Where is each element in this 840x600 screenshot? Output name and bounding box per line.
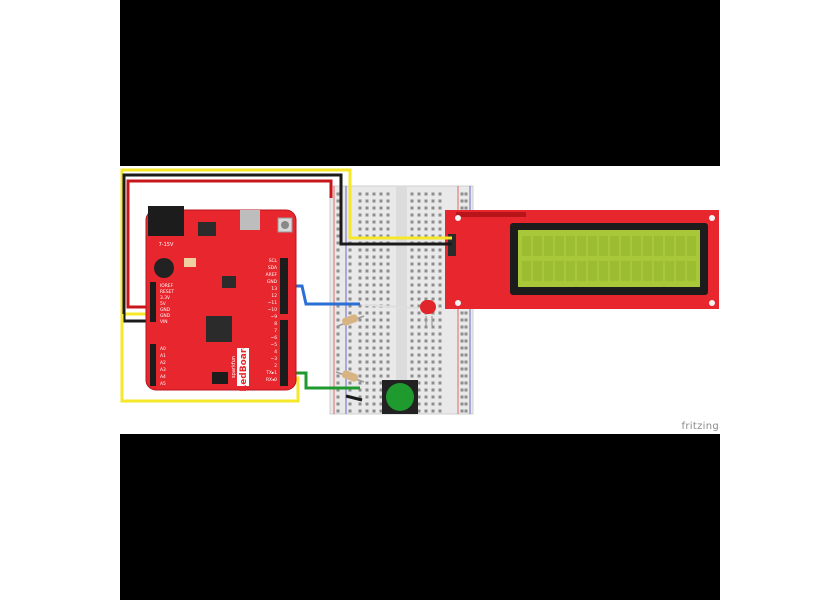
digital-pin-labels: SCLSDAAREFGND1312~11~10~987~6~54~32TX▸1R… — [265, 258, 277, 383]
microcontroller-chip — [206, 316, 232, 342]
pin-label: ~6 — [271, 335, 278, 341]
circuit-diagram: 7-15V RedBoard sparkfun IOREFRESET3.3V5V… — [120, 168, 719, 415]
usb-port — [240, 210, 260, 230]
top-letterbox-bar — [120, 0, 720, 166]
pin-label: 4 — [274, 349, 277, 355]
wire-black-jumper — [345, 394, 363, 402]
analog-header — [150, 344, 156, 386]
pin-label: IOREF — [160, 283, 174, 289]
pin-label: 2 — [274, 363, 277, 369]
digital-header-lower — [280, 320, 288, 386]
lcd-module — [445, 210, 719, 309]
resistor — [337, 314, 365, 327]
bottom-letterbox-bar — [120, 434, 720, 600]
wire-red-power — [126, 179, 333, 309]
wire-white-jumper — [363, 304, 419, 309]
digital-header-upper — [280, 258, 288, 314]
pin-label: 8 — [274, 321, 277, 327]
wire-green-signal — [288, 371, 360, 390]
pin-label: 7 — [274, 328, 277, 334]
pin-label: GND — [160, 307, 171, 313]
pin-label: A0 — [160, 346, 166, 352]
pin-label: 12 — [271, 293, 277, 299]
pin-label: 5V — [160, 301, 166, 307]
lcd-character-grid — [522, 236, 696, 281]
pin-label: SCL — [269, 258, 278, 264]
pin-label: ~11 — [268, 300, 277, 306]
redboard-logo: RedBoard sparkfun — [231, 342, 249, 392]
pin-label: 13 — [271, 286, 277, 292]
pin-label: RX◂0 — [266, 377, 277, 383]
power-jack — [148, 206, 184, 236]
board-name: RedBoard — [239, 342, 249, 391]
wire-black-gnd — [122, 173, 452, 323]
pin-label: TX▸1 — [265, 370, 277, 376]
pushbutton — [382, 380, 418, 414]
pin-label: GND — [267, 279, 278, 285]
pin-label: A4 — [160, 374, 166, 380]
pin-label: SDA — [268, 265, 277, 271]
left-power-header — [150, 282, 156, 322]
pin-label: A3 — [160, 367, 166, 373]
resistor — [335, 370, 365, 383]
pin-label: A1 — [160, 353, 166, 359]
pin-label: A2 — [160, 360, 166, 366]
breadboard-holes — [336, 192, 468, 413]
reset-button — [281, 221, 289, 229]
pin-label: ~5 — [271, 342, 278, 348]
pin-label: ~10 — [268, 307, 277, 313]
capacitor — [154, 258, 174, 278]
fritzing-watermark: fritzing — [681, 421, 719, 432]
pin-label: ~9 — [271, 314, 278, 320]
wire-yellow-5v — [120, 168, 452, 316]
power-label: 7-15V — [159, 242, 174, 248]
pin-label: 3.3V — [160, 295, 170, 301]
pin-label: RESET — [160, 289, 174, 295]
board-brand: sparkfun — [231, 356, 237, 378]
pin-label: AREF — [266, 272, 278, 278]
led-red — [420, 300, 436, 326]
redboard: 7-15V RedBoard sparkfun IOREFRESET3.3V5V… — [145, 206, 297, 392]
pin-label: GND — [160, 313, 171, 319]
pin-label: VIN — [160, 319, 168, 325]
pin-label: A5 — [160, 381, 166, 387]
pin-label: ~3 — [271, 356, 278, 362]
